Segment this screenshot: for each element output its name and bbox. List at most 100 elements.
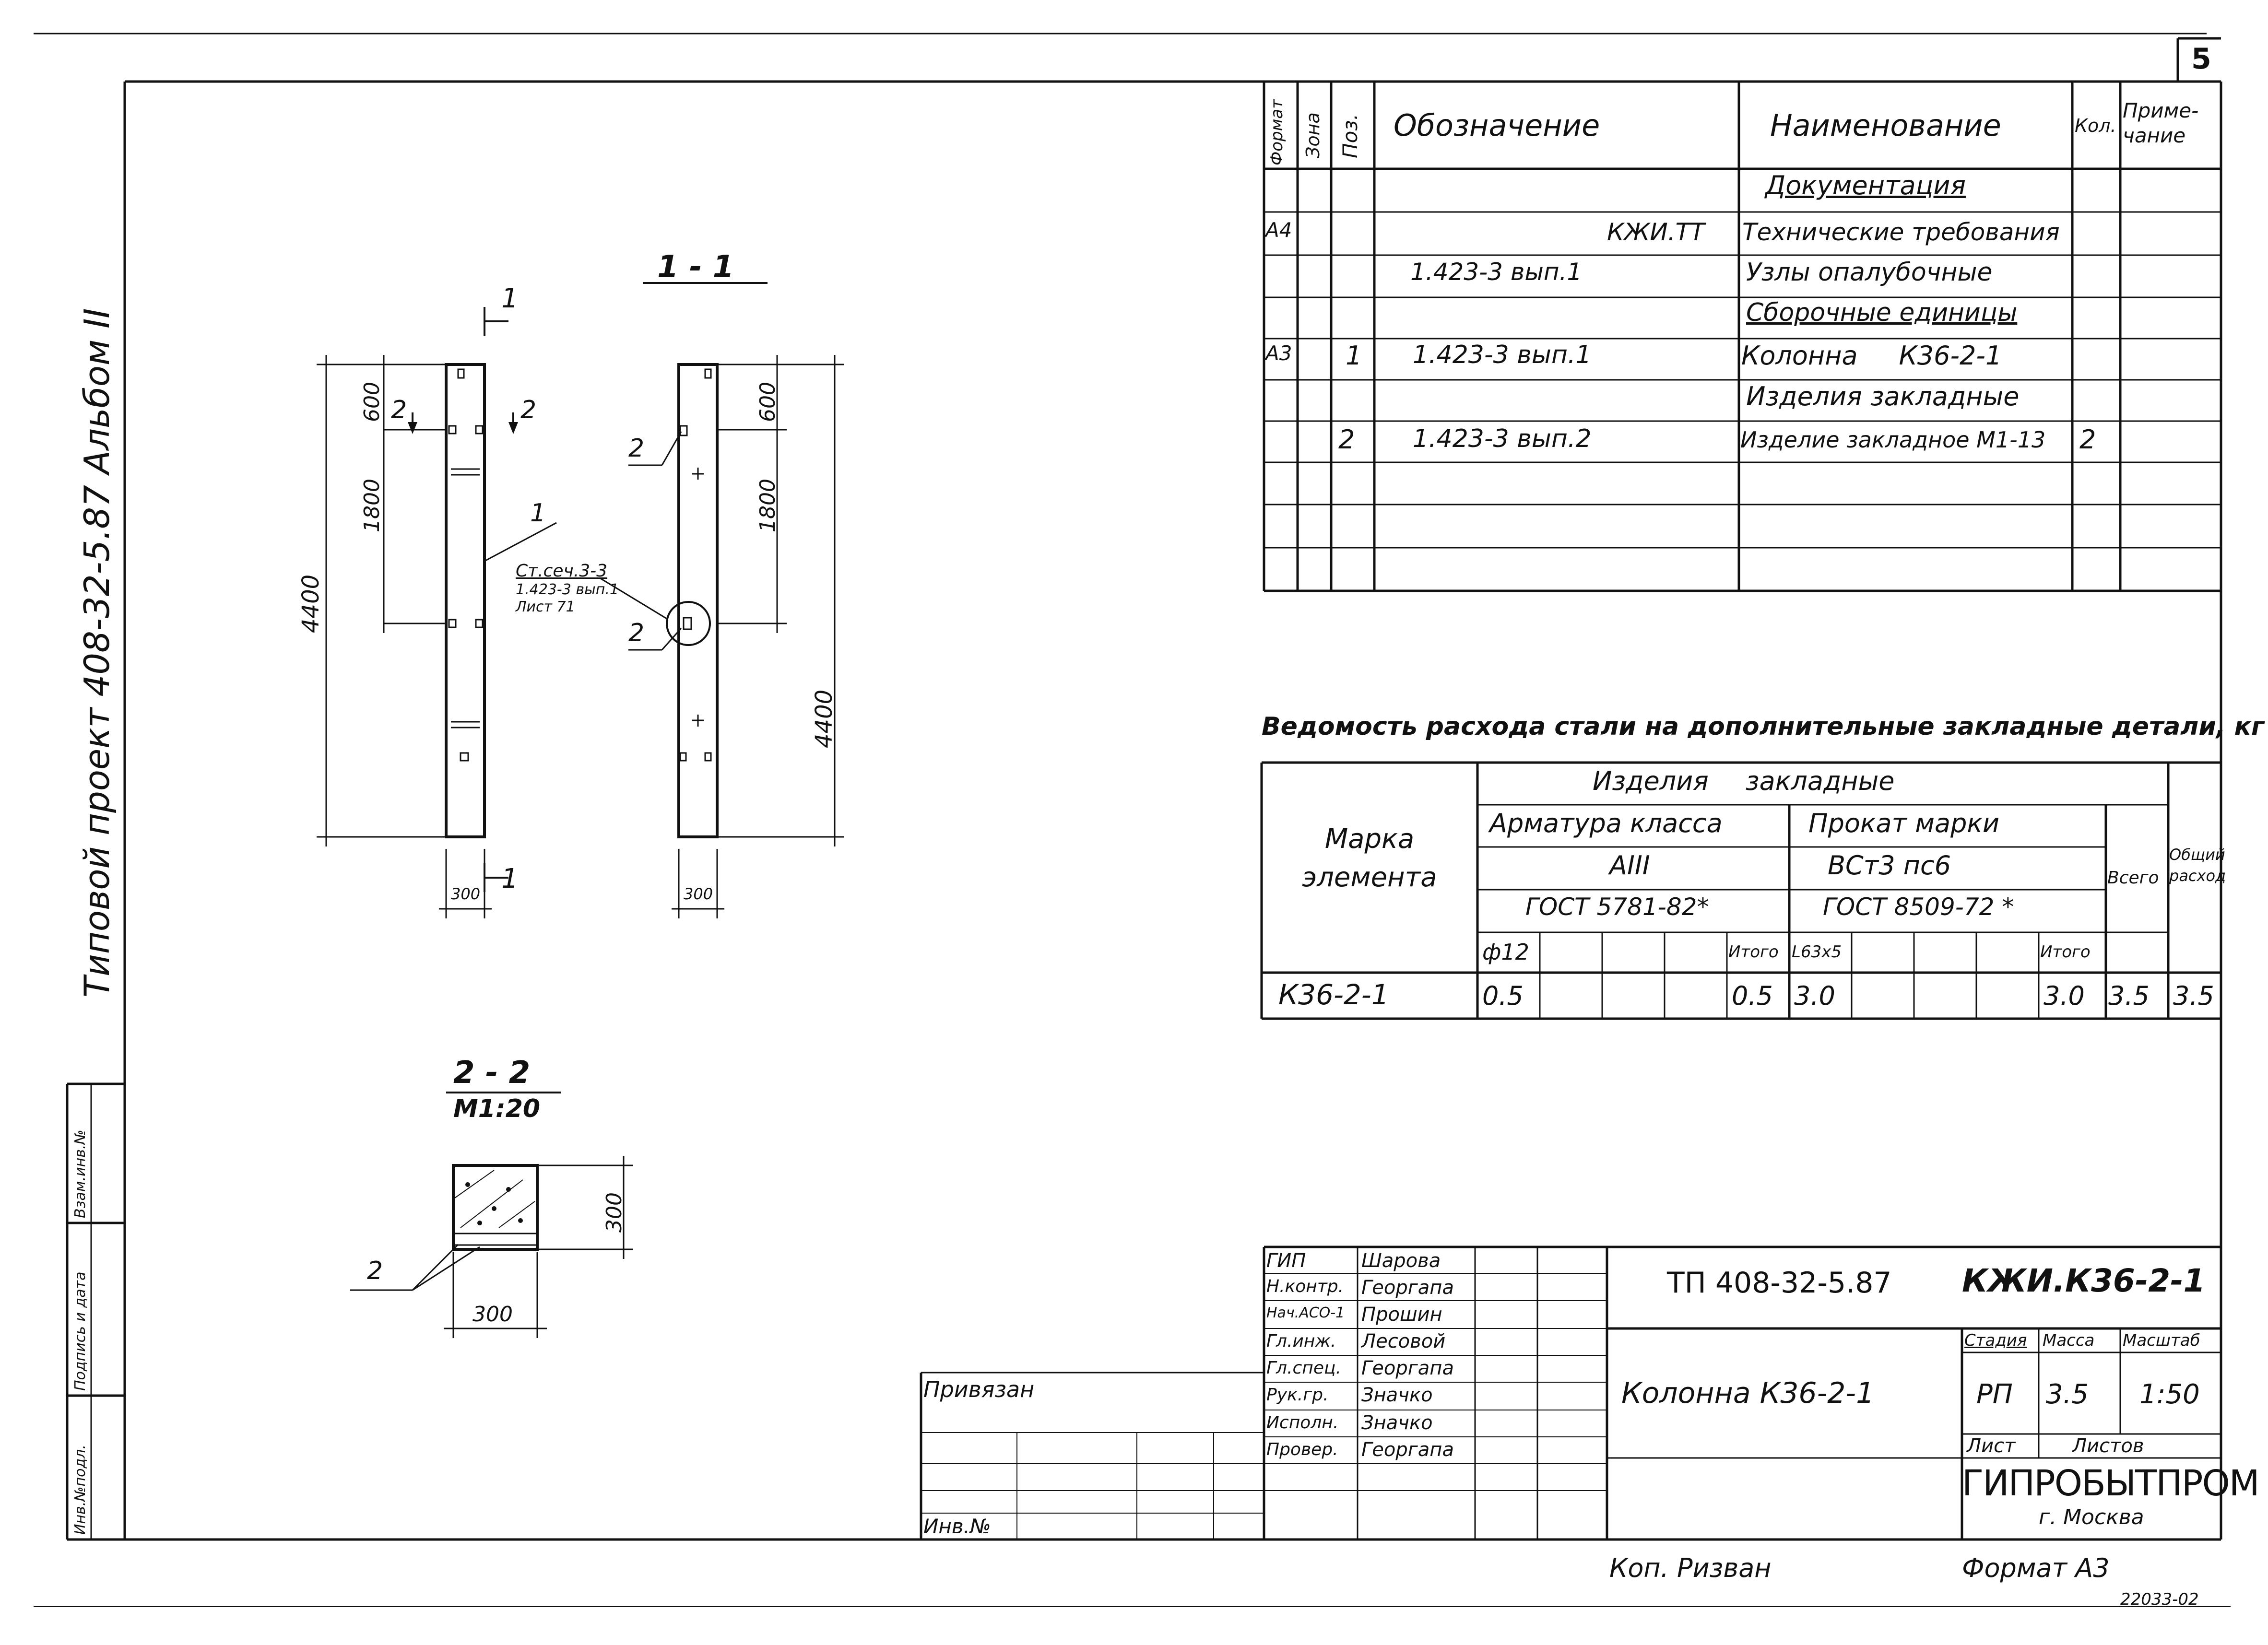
footer-code: 22033-02	[2120, 1590, 2199, 1609]
steel-sub-b-4: Итого	[2040, 942, 2091, 962]
spec-row-7-name: Изделие закладное М1-13	[1740, 427, 2046, 453]
dim-width-left: 300	[451, 885, 481, 903]
steel-row-overall: 3.5	[2173, 981, 2214, 1011]
pos-label-2a: 2	[628, 434, 645, 463]
spec-header-qty: Кол.	[2075, 115, 2116, 136]
tb-signer-name-7: Значко	[1361, 1412, 1433, 1434]
spec-header-format: Формат	[1267, 99, 1287, 165]
dim-mid-left: 1800	[360, 479, 384, 532]
spec-row-4-name: Сборочные единицы	[1746, 298, 2018, 327]
strip-replace-label: Взам.инв.№	[72, 1129, 89, 1218]
tb-signer-role-3: Нач.АСО-1	[1266, 1304, 1345, 1321]
steel-title: Ведомость расхода стали на дополнительны…	[1262, 712, 2265, 741]
spec-row-3-name: Узлы опалубочные	[1746, 258, 1993, 287]
spec-header-designation: Обозначение	[1394, 108, 1600, 143]
spec-row-3-designation: 1.423-3 вып.1	[1410, 258, 1583, 286]
dim-section-height: 300	[602, 1192, 626, 1233]
cut-label-1-bottom: 1	[501, 863, 519, 894]
pos-label-2b: 2	[628, 619, 645, 647]
tb-scale: 1:50	[2139, 1379, 2200, 1410]
tb-mass-header: Масса	[2043, 1331, 2095, 1350]
spec-row-7-qty: 2	[2079, 424, 2096, 455]
spec-header-zone: Зона	[1302, 112, 1323, 158]
steel-sub-a-4: Итого	[1728, 942, 1779, 962]
steel-rolled-gost: ГОСТ 8509-72 *	[1823, 893, 2014, 921]
dim-section-width: 300	[472, 1302, 513, 1327]
steel-row-b-0: 3.0	[1794, 981, 1835, 1011]
spec-row-7-pos: 2	[1338, 424, 1355, 455]
steel-row-mark: К36-2-1	[1278, 978, 1389, 1011]
tb-inv: Инв.№	[923, 1515, 991, 1538]
tb-signer-name-3: Прошин	[1361, 1304, 1442, 1326]
dim-top-left: 600	[360, 382, 384, 422]
steel-rolled-value: ВСт3 пс6	[1828, 850, 1951, 881]
tb-signer-name-2: Георгапа	[1361, 1277, 1454, 1299]
section-2-label: 2 - 2	[453, 1055, 531, 1091]
steel-overall-header-text: Общий расход	[2169, 846, 2226, 885]
tb-signer-name-5: Георгапа	[1361, 1357, 1454, 1379]
spec-row-5-format: А3	[1265, 341, 1292, 365]
steel-overall-header: Общий расход	[2169, 844, 2226, 886]
pos-label-2c: 2	[367, 1257, 383, 1285]
note-line-3: Лист 71	[516, 599, 575, 615]
spec-row-5-name: Колонна К36-2-1	[1741, 341, 2002, 371]
tb-signer-name-4: Лесовой	[1361, 1330, 1446, 1352]
spec-header-name: Наименование	[1770, 108, 2001, 143]
note-line-2: 1.423-3 вып.1	[516, 581, 619, 598]
album-title: Типовой проект 408-32-5.87 Альбом II	[77, 308, 117, 998]
tb-bound: Привязан	[923, 1376, 1035, 1402]
tb-signer-role-5: Гл.спец.	[1266, 1358, 1341, 1378]
tb-signer-name-8: Георгапа	[1361, 1439, 1454, 1461]
spec-row-2-format: А4	[1265, 218, 1292, 242]
steel-row-b-4: 3.0	[2044, 981, 2085, 1011]
steel-rebar-value: АIII	[1609, 850, 1650, 881]
tb-signer-role-1: ГИП	[1266, 1250, 1306, 1272]
tb-signer-role-4: Гл.инж.	[1266, 1331, 1336, 1351]
spec-row-6-name: Изделия закладные	[1746, 381, 2020, 411]
steel-rebar-gost: ГОСТ 5781-82*	[1525, 893, 1709, 921]
steel-embedded: Изделия закладные	[1593, 766, 1895, 796]
tb-mass: 3.5	[2046, 1379, 2089, 1410]
steel-rolled-grade: Прокат марки	[1808, 808, 2000, 838]
note-line-1: Ст.сеч.3-3	[516, 561, 608, 581]
tb-signer-role-6: Рук.гр.	[1266, 1385, 1329, 1405]
spec-header-note: Приме- чание	[2123, 99, 2199, 147]
tb-code: КЖИ.К36-2-1	[1962, 1262, 2206, 1299]
cut-label-1-top: 1	[501, 283, 519, 314]
strip-sign-label: Подпись и дата	[72, 1271, 89, 1391]
tb-signer-role-2: Н.контр.	[1266, 1277, 1344, 1296]
tb-stage-header: Стадия	[1964, 1331, 2027, 1350]
tb-city: г. Москва	[2039, 1505, 2144, 1529]
tb-stage: РП	[1976, 1379, 2013, 1410]
spec-row-2-designation: КЖИ.ТТ	[1607, 218, 1705, 246]
spec-row-5-pos: 1	[1346, 341, 1362, 371]
steel-rebar-class: Арматура класса	[1489, 808, 1723, 838]
tb-signer-role-7: Исполн.	[1266, 1413, 1339, 1433]
tb-signer-name-6: Значко	[1361, 1384, 1433, 1406]
tb-name: Колонна К36-2-1	[1621, 1376, 1875, 1410]
spec-row-7-designation: 1.423-3 вып.2	[1413, 424, 1592, 453]
footer-format: Формат А3	[1962, 1553, 2110, 1583]
dim-total-right: 4400	[811, 689, 838, 748]
section-2-scale: М1:20	[453, 1094, 541, 1123]
footer-copied: Коп. Ризван	[1609, 1553, 1772, 1583]
tb-signer-role-8: Провер.	[1266, 1440, 1338, 1459]
spec-row-2-name: Технические требования	[1742, 218, 2060, 246]
section-1-label: 1 - 1	[657, 249, 734, 285]
dim-mid-right: 1800	[756, 479, 780, 532]
cut-label-2-right: 2	[520, 396, 537, 424]
tb-sheets-header: Листов	[2072, 1435, 2144, 1457]
tb-org: ГИПРОБЫТПРОМ	[1962, 1463, 2260, 1504]
tb-sheet-header: Лист	[1967, 1435, 2016, 1457]
cut-label-2-left: 2	[391, 396, 407, 424]
strip-inv-label: Инв.№подл.	[72, 1445, 89, 1535]
spec-row-5-designation: 1.423-3 вып.1	[1413, 341, 1592, 369]
dim-width-right: 300	[684, 885, 713, 903]
tb-signer-name-1: Шарова	[1361, 1250, 1441, 1272]
steel-row-a-0: 0.5	[1482, 981, 1524, 1011]
spec-header-pos: Поз.	[1338, 114, 1362, 158]
steel-row-total: 3.5	[2108, 981, 2150, 1011]
spec-row-1-name: Документация	[1765, 170, 1966, 200]
dim-total-left: 4400	[297, 574, 324, 633]
